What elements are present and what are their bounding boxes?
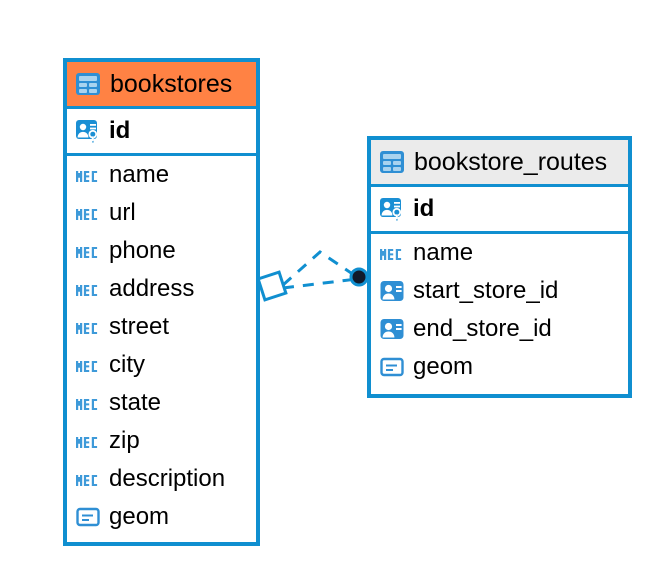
field-label-zip: zip <box>109 427 140 454</box>
abc-text-icon <box>76 399 98 410</box>
field-label-geom: geom <box>413 353 474 380</box>
field-row-state[interactable]: state <box>67 384 256 422</box>
entity-title-bookstore-routes: bookstore_routes <box>414 147 608 176</box>
field-row-city[interactable]: city <box>67 346 256 384</box>
field-label-description: description <box>109 465 226 492</box>
diamond-marker <box>256 270 288 302</box>
entity-bookstore-routes[interactable]: bookstore_routes id <box>367 136 632 398</box>
abc-text-icon <box>76 209 98 220</box>
field-row-phone[interactable]: phone <box>67 232 256 270</box>
field-label-geom: geom <box>109 503 170 530</box>
field-row-geom[interactable]: geom <box>67 498 256 536</box>
primary-key-icon <box>380 198 402 221</box>
field-label-address: address <box>109 275 195 302</box>
field-row-description[interactable]: description <box>67 460 256 498</box>
field-label-phone: phone <box>109 237 176 264</box>
abc-text-icon <box>76 475 98 486</box>
field-row-geom[interactable]: geom <box>371 348 628 386</box>
field-row-name[interactable]: name <box>67 156 256 194</box>
abc-text-icon <box>76 323 98 334</box>
primary-key-section-bookstore-routes: id <box>371 184 628 234</box>
entity-header-bookstores[interactable]: bookstores <box>67 62 256 106</box>
field-label-street: street <box>109 313 170 340</box>
geometry-icon <box>76 507 100 527</box>
field-row-url[interactable]: url <box>67 194 256 232</box>
abc-text-icon <box>76 171 98 182</box>
field-section-bookstore-routes: name start_store_id <box>371 234 628 386</box>
relationship-line-lower <box>282 277 358 290</box>
field-section-bookstores: name url phone <box>67 156 256 536</box>
primary-key-icon <box>76 120 98 143</box>
primary-key-section-bookstores: id <box>67 106 256 156</box>
table-icon <box>76 73 100 95</box>
field-label-url: url <box>109 199 136 226</box>
field-label-name: name <box>413 239 474 266</box>
table-icon <box>380 151 404 173</box>
field-row-name[interactable]: name <box>371 234 628 272</box>
field-label-id: id <box>109 117 131 144</box>
entity-bookstores[interactable]: bookstores id <box>63 58 260 546</box>
foreign-key-icon <box>380 319 404 339</box>
field-label-end-store-id: end_store_id <box>413 315 552 342</box>
field-row-street[interactable]: street <box>67 308 256 346</box>
field-row-id[interactable]: id <box>371 187 628 231</box>
field-label-state: state <box>109 389 162 416</box>
field-row-id[interactable]: id <box>67 109 256 153</box>
field-label-id: id <box>413 195 435 222</box>
entity-title-bookstores: bookstores <box>110 69 233 98</box>
field-row-start-store-id[interactable]: start_store_id <box>371 272 628 310</box>
abc-text-icon <box>76 437 98 448</box>
field-label-city: city <box>109 351 145 378</box>
relationship-line-upper <box>282 250 358 287</box>
field-row-end-store-id[interactable]: end_store_id <box>371 310 628 348</box>
abc-text-icon <box>76 285 98 296</box>
foreign-key-icon <box>380 281 404 301</box>
field-row-address[interactable]: address <box>67 270 256 308</box>
abc-text-icon <box>380 249 402 260</box>
field-row-zip[interactable]: zip <box>67 422 256 460</box>
geometry-icon <box>380 357 404 377</box>
filled-circle-marker <box>349 267 369 287</box>
field-label-name: name <box>109 161 170 188</box>
entity-header-bookstore-routes[interactable]: bookstore_routes <box>371 140 628 184</box>
field-label-start-store-id: start_store_id <box>413 277 559 304</box>
abc-text-icon <box>76 361 98 372</box>
abc-text-icon <box>76 247 98 258</box>
